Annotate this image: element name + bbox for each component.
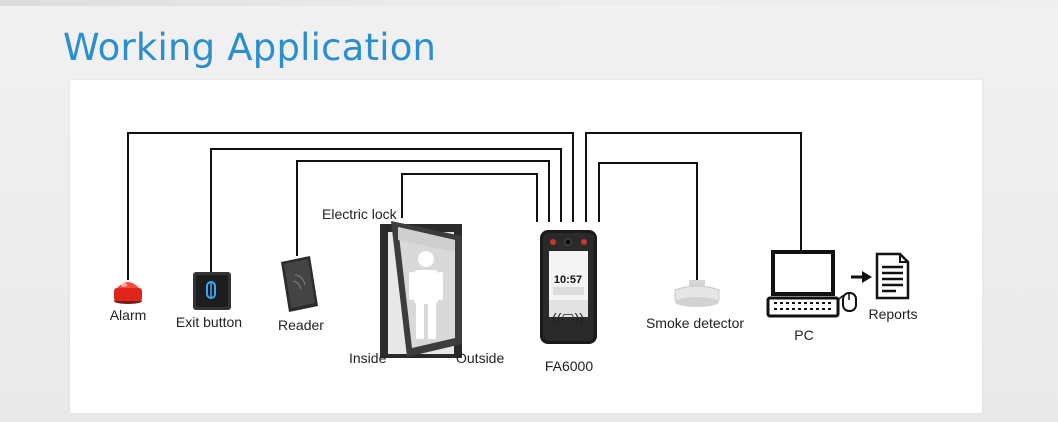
- wires: [127, 132, 802, 282]
- alarm-icon: [114, 282, 142, 304]
- wire-smoke-detector: [598, 162, 698, 282]
- device-time: 10:57: [554, 274, 582, 286]
- reader-label: Reader: [278, 317, 324, 333]
- fa6000-device-icon: ((▢)): [540, 230, 597, 344]
- inside-label: Inside: [349, 350, 387, 366]
- diagram-panel: [70, 80, 982, 413]
- wire-electric-lock: [401, 173, 538, 222]
- wire-reader: [296, 160, 550, 256]
- page-title: Working Application: [63, 26, 437, 69]
- wire-pc: [585, 132, 802, 252]
- card-reader-icon: [281, 256, 318, 312]
- electric-lock-label: Electric lock: [322, 206, 398, 222]
- mouse-icon: [842, 292, 857, 312]
- rfid-icon: ((▢)): [552, 310, 584, 326]
- smoke-detector-icon: [674, 280, 720, 307]
- top-strip: [0, 0, 1058, 6]
- wire-exit-button: [210, 148, 562, 272]
- alarm-label: Alarm: [110, 307, 147, 323]
- exit-button-icon: [193, 272, 231, 310]
- outside-label: Outside: [456, 350, 504, 366]
- person-icon: [409, 251, 443, 339]
- smoke-detector-label: Smoke detector: [646, 315, 744, 331]
- arrow-right-icon: [851, 271, 872, 283]
- report-document-icon: [875, 252, 910, 300]
- pc-icon: [766, 250, 849, 318]
- wire-alarm: [127, 132, 574, 280]
- device-label: FA6000: [545, 358, 593, 374]
- exit-button-label: Exit button: [176, 314, 242, 330]
- pc-label: PC: [794, 327, 813, 343]
- reports-label: Reports: [868, 306, 917, 322]
